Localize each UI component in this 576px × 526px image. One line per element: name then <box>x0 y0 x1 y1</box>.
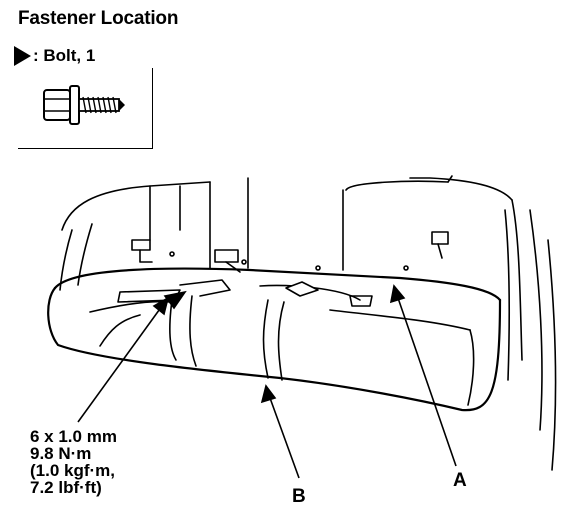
triangle-marker-icon <box>152 296 170 316</box>
spec-torque-nm: 9.8 N·m <box>30 444 92 463</box>
spec-size: 6 x 1.0 mm <box>30 427 117 446</box>
bolt-location-marker-icon <box>163 290 187 310</box>
fastener-legend: : Bolt, 1 <box>14 46 95 66</box>
flange-bolt-icon <box>43 85 125 125</box>
callout-a-leader <box>397 297 457 467</box>
bolt-leader-line <box>77 305 163 423</box>
seat-cushion-top <box>53 267 502 302</box>
torque-spec: 6 x 1.0 mm 9.8 N·m (1.0 kgf·m, 7.2 lbf·f… <box>30 428 117 496</box>
legend-label: : Bolt, 1 <box>33 46 96 65</box>
triangle-marker-icon <box>14 46 31 66</box>
bolt-illustration-box <box>18 68 153 149</box>
arrow-head-icon <box>389 284 406 304</box>
page-title: Fastener Location <box>18 8 179 29</box>
callout-b: B <box>292 486 306 507</box>
leader-lines <box>77 284 457 479</box>
seat-cushion-outline <box>47 286 502 412</box>
spec-torque-kgf: (1.0 kgf·m, <box>30 461 116 480</box>
callout-a: A <box>453 470 467 491</box>
seatback-outline-left <box>61 181 211 231</box>
spec-torque-lbf: 7.2 lbf·ft) <box>30 478 102 497</box>
callout-b-leader <box>269 397 300 479</box>
arrow-head-icon <box>260 384 277 404</box>
